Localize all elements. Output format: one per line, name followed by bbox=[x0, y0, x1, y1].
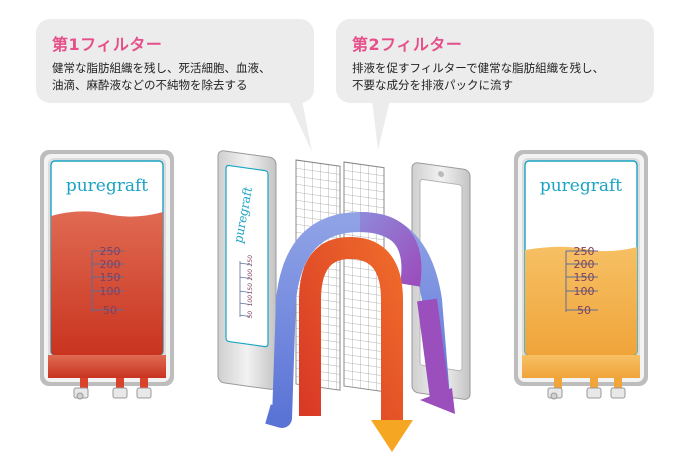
right-scale-label-150: 150 bbox=[574, 271, 595, 284]
center-scale-label-200: 200 bbox=[247, 268, 254, 281]
left-bag: puregraft 250 200 150 100 50 bbox=[40, 150, 174, 400]
second-filter-description: 排液を促すフィルターで健常な脂肪組織を残し、 不要な成分を排液パックに流す bbox=[352, 60, 640, 94]
first-filter-desc-line-1: 健常な脂肪組織を残し、死活細胞、血液、 bbox=[52, 61, 271, 75]
right-bag-brand: puregraft bbox=[540, 176, 622, 196]
first-filter-description: 健常な脂肪組織を残し、死活細胞、血液、 油滴、麻酔液などの不純物を除去する bbox=[52, 60, 300, 94]
second-filter-desc-line-1: 排液を促すフィルターで健常な脂肪組織を残し、 bbox=[352, 61, 605, 75]
center-bag-panel: puregraft 250 200 150 100 50 bbox=[217, 150, 277, 390]
first-filter-callout: 第1フィルター 健常な脂肪組織を残し、死活細胞、血液、 油滴、麻酔液などの不純物… bbox=[36, 19, 314, 103]
left-bag-brand: puregraft bbox=[66, 176, 148, 196]
right-bag-fat-fill bbox=[525, 246, 637, 355]
right-scale-label-200: 200 bbox=[574, 258, 595, 271]
first-filter-title: 第1フィルター bbox=[52, 35, 163, 54]
blue-flow-arrow bbox=[265, 212, 450, 428]
first-filter-desc-line-2: 油滴、麻酔液などの不純物を除去する bbox=[52, 78, 248, 92]
left-scale-label-200: 200 bbox=[100, 258, 121, 271]
left-scale-label-100: 100 bbox=[100, 285, 121, 298]
left-bag-tubes bbox=[73, 378, 152, 400]
right-bag: puregraft 250 200 150 100 50 bbox=[514, 150, 648, 400]
center-scale-label-100: 100 bbox=[247, 294, 254, 307]
red-flow-arrow bbox=[299, 236, 403, 420]
center-scale-label-150: 150 bbox=[247, 282, 254, 295]
center-scale-label-250: 250 bbox=[247, 254, 254, 267]
right-scale-label-250: 250 bbox=[574, 245, 595, 258]
left-bag-scale bbox=[91, 250, 124, 312]
right-bag-tubes bbox=[547, 378, 626, 400]
center-scale-label-50: 50 bbox=[247, 310, 254, 319]
right-scale-label-50: 50 bbox=[577, 304, 591, 317]
second-filter-title: 第2フィルター bbox=[352, 35, 463, 54]
orange-arrow-head bbox=[371, 420, 413, 452]
left-scale-label-50: 50 bbox=[103, 304, 117, 317]
left-scale-label-250: 250 bbox=[100, 245, 121, 258]
right-scale-label-100: 100 bbox=[574, 285, 595, 298]
right-bag-scale bbox=[565, 250, 598, 312]
second-callout-pointer bbox=[372, 100, 390, 150]
first-callout-pointer bbox=[288, 100, 312, 152]
left-bag-blood-fill bbox=[51, 211, 163, 355]
second-filter-callout: 第2フィルター 排液を促すフィルターで健常な脂肪組織を残し、 不要な成分を排液パ… bbox=[336, 19, 654, 103]
left-scale-label-150: 150 bbox=[100, 271, 121, 284]
purple-arrow-head bbox=[420, 388, 455, 414]
purple-flow-arrow bbox=[359, 212, 422, 287]
second-filter-desc-line-2: 不要な成分を排液パックに流す bbox=[352, 78, 513, 92]
flow-arrows bbox=[265, 212, 455, 452]
